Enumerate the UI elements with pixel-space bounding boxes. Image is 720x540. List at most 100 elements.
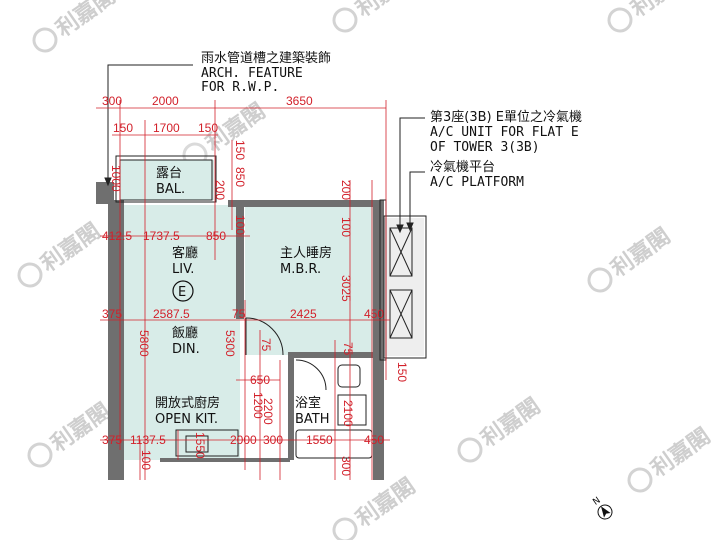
basin <box>337 394 367 426</box>
dim-v-2200: 2200 <box>261 398 275 425</box>
master-bedroom-label-zh: 主人睡房 <box>280 245 332 261</box>
rwp-label-en-1: ARCH. FEATURE <box>201 66 303 81</box>
flat-marker: E <box>178 285 186 300</box>
wall-bottom <box>160 458 290 462</box>
dim-top-2000: 2000 <box>152 94 179 108</box>
rwp-leader <box>107 64 193 183</box>
ac-platform-outline <box>383 215 427 359</box>
dim-bottom-300: 300 <box>263 433 283 447</box>
rwp-label-zh: 雨水管道槽之建築裝飾 <box>201 51 331 66</box>
dim-v-150-platform: 150 <box>395 362 409 382</box>
watermark-text: 利嘉閣 <box>606 223 675 282</box>
dim-850-liv: 850 <box>206 229 226 243</box>
wall-bedroom-left <box>236 207 244 319</box>
master-bedroom-area <box>245 205 381 355</box>
dim-bal-150-right: 150 <box>198 121 218 135</box>
dim-v-100-bottom: 100 <box>139 450 153 470</box>
bath-door-swing <box>295 359 327 391</box>
balcony-railing <box>115 155 217 203</box>
watermark-logo: 利嘉閣 <box>457 393 545 463</box>
dim-v-200-bal: 200 <box>213 180 227 200</box>
ac-platform-label-en: A/C PLATFORM <box>430 175 524 190</box>
ac-unit-leader <box>399 117 425 230</box>
dim-v-150: 150 <box>233 140 247 160</box>
north-arrow: N <box>591 496 613 520</box>
dim-v-100: 100 <box>233 215 247 235</box>
watermark-logo: 利嘉閣 <box>332 473 420 540</box>
ac-unit-box <box>389 289 413 339</box>
dim-v-5800: 5800 <box>137 330 151 357</box>
wall-right <box>373 200 384 480</box>
watermark-text: 利嘉閣 <box>626 0 695 22</box>
dim-2425: 2425 <box>290 307 317 321</box>
dim-bottom-2000: 2000 <box>230 433 257 447</box>
dim-bottom-1137-5: 1137.5 <box>130 433 166 447</box>
door-swing <box>245 317 284 356</box>
watermark-text: 利嘉閣 <box>46 398 115 457</box>
dim-bottom-450: 450 <box>364 433 384 447</box>
dim-v-300-bottom: 300 <box>339 456 353 476</box>
balcony-label-en: BAL. <box>156 182 185 197</box>
north-label: N <box>591 496 602 508</box>
dimension-labels: 300 2000 3650 150 1700 150 150 850 200 1… <box>102 94 409 476</box>
ac-unit-label-en-2: OF TOWER 3(3B) <box>430 140 540 155</box>
balcony-label-zh: 露台 <box>156 166 182 181</box>
dining-label-zh: 飯廳 <box>172 325 198 341</box>
watermark-text: 利嘉閣 <box>646 423 715 482</box>
wall-bath-left <box>288 352 294 460</box>
dim-v-75-b: 75 <box>341 342 355 356</box>
living-label-en: LIV. <box>172 262 194 277</box>
kitchen-sink <box>185 435 209 453</box>
dim-v-200-right: 200 <box>339 180 353 200</box>
dim-bottom-375: 375 <box>102 433 122 447</box>
dim-v-1000: 1000 <box>109 165 123 192</box>
dim-v-100-right: 100 <box>339 217 353 237</box>
rwp-label-en-2: FOR R.W.P. <box>201 80 279 95</box>
dim-v-3025: 3025 <box>339 275 353 302</box>
watermark-logo: 利嘉閣 <box>17 218 105 288</box>
master-bedroom-label-en: M.B.R. <box>280 262 321 277</box>
north-arrow-circle <box>597 504 613 520</box>
dim-1737-5: 1737.5 <box>143 229 180 243</box>
living-dining-area <box>124 205 240 460</box>
room-fills <box>120 160 424 460</box>
kitchen-label-en: OPEN KIT. <box>155 412 218 427</box>
watermark-text: 利嘉閣 <box>351 0 420 22</box>
dim-v-5300: 5300 <box>223 330 237 357</box>
kitchen-label-zh: 開放式廚房 <box>155 395 220 411</box>
wall-rwp <box>96 182 114 204</box>
balcony-area <box>120 160 214 200</box>
wall-top-right <box>228 200 383 207</box>
dim-v-850: 850 <box>233 167 247 187</box>
room-labels: 露台 BAL. 客廳 LIV. E 飯廳 DIN. 主人睡房 M.B.R. 開放… <box>155 166 332 427</box>
watermark-logo: 利嘉閣 <box>627 423 715 493</box>
watermark-text: 利嘉閣 <box>51 0 120 42</box>
ac-platform-area <box>384 218 424 356</box>
watermark-logo: 利嘉閣 <box>587 223 675 293</box>
flat-marker-circle <box>172 280 194 302</box>
dim-top-3650: 3650 <box>286 94 313 108</box>
dim-v-2100: 2100 <box>341 400 355 427</box>
watermark-logo: 利嘉閣 <box>332 0 420 33</box>
dim-75-mid: 75 <box>232 307 246 321</box>
watermark-text: 利嘉閣 <box>351 473 420 532</box>
watermark-text: 利嘉閣 <box>36 218 105 277</box>
dim-bal-1700: 1700 <box>153 121 180 135</box>
dim-412-5: 412.5 <box>102 229 132 243</box>
dim-v-1550: 1550 <box>193 432 207 459</box>
leader-lines <box>104 64 425 234</box>
bath-label-en: BATH <box>295 412 330 427</box>
bath-label-zh: 浴室 <box>295 395 321 411</box>
watermark-logo: 利嘉閣 <box>607 0 695 33</box>
ac-platform-label-zh: 冷氣機平台 <box>430 160 495 175</box>
dim-2587-5: 2587.5 <box>153 307 190 321</box>
dining-label-en: DIN. <box>172 342 200 357</box>
watermark-logo: 利嘉閣 <box>32 0 120 53</box>
dim-650: 650 <box>250 373 270 387</box>
ac-unit-label-zh: 第3座(3B) E單位之冷氣機 <box>430 110 582 125</box>
ac-platform-leader <box>409 171 425 228</box>
dim-375-mid: 375 <box>102 307 122 321</box>
dimension-lines <box>96 100 390 480</box>
kitchen-counter <box>175 429 239 457</box>
